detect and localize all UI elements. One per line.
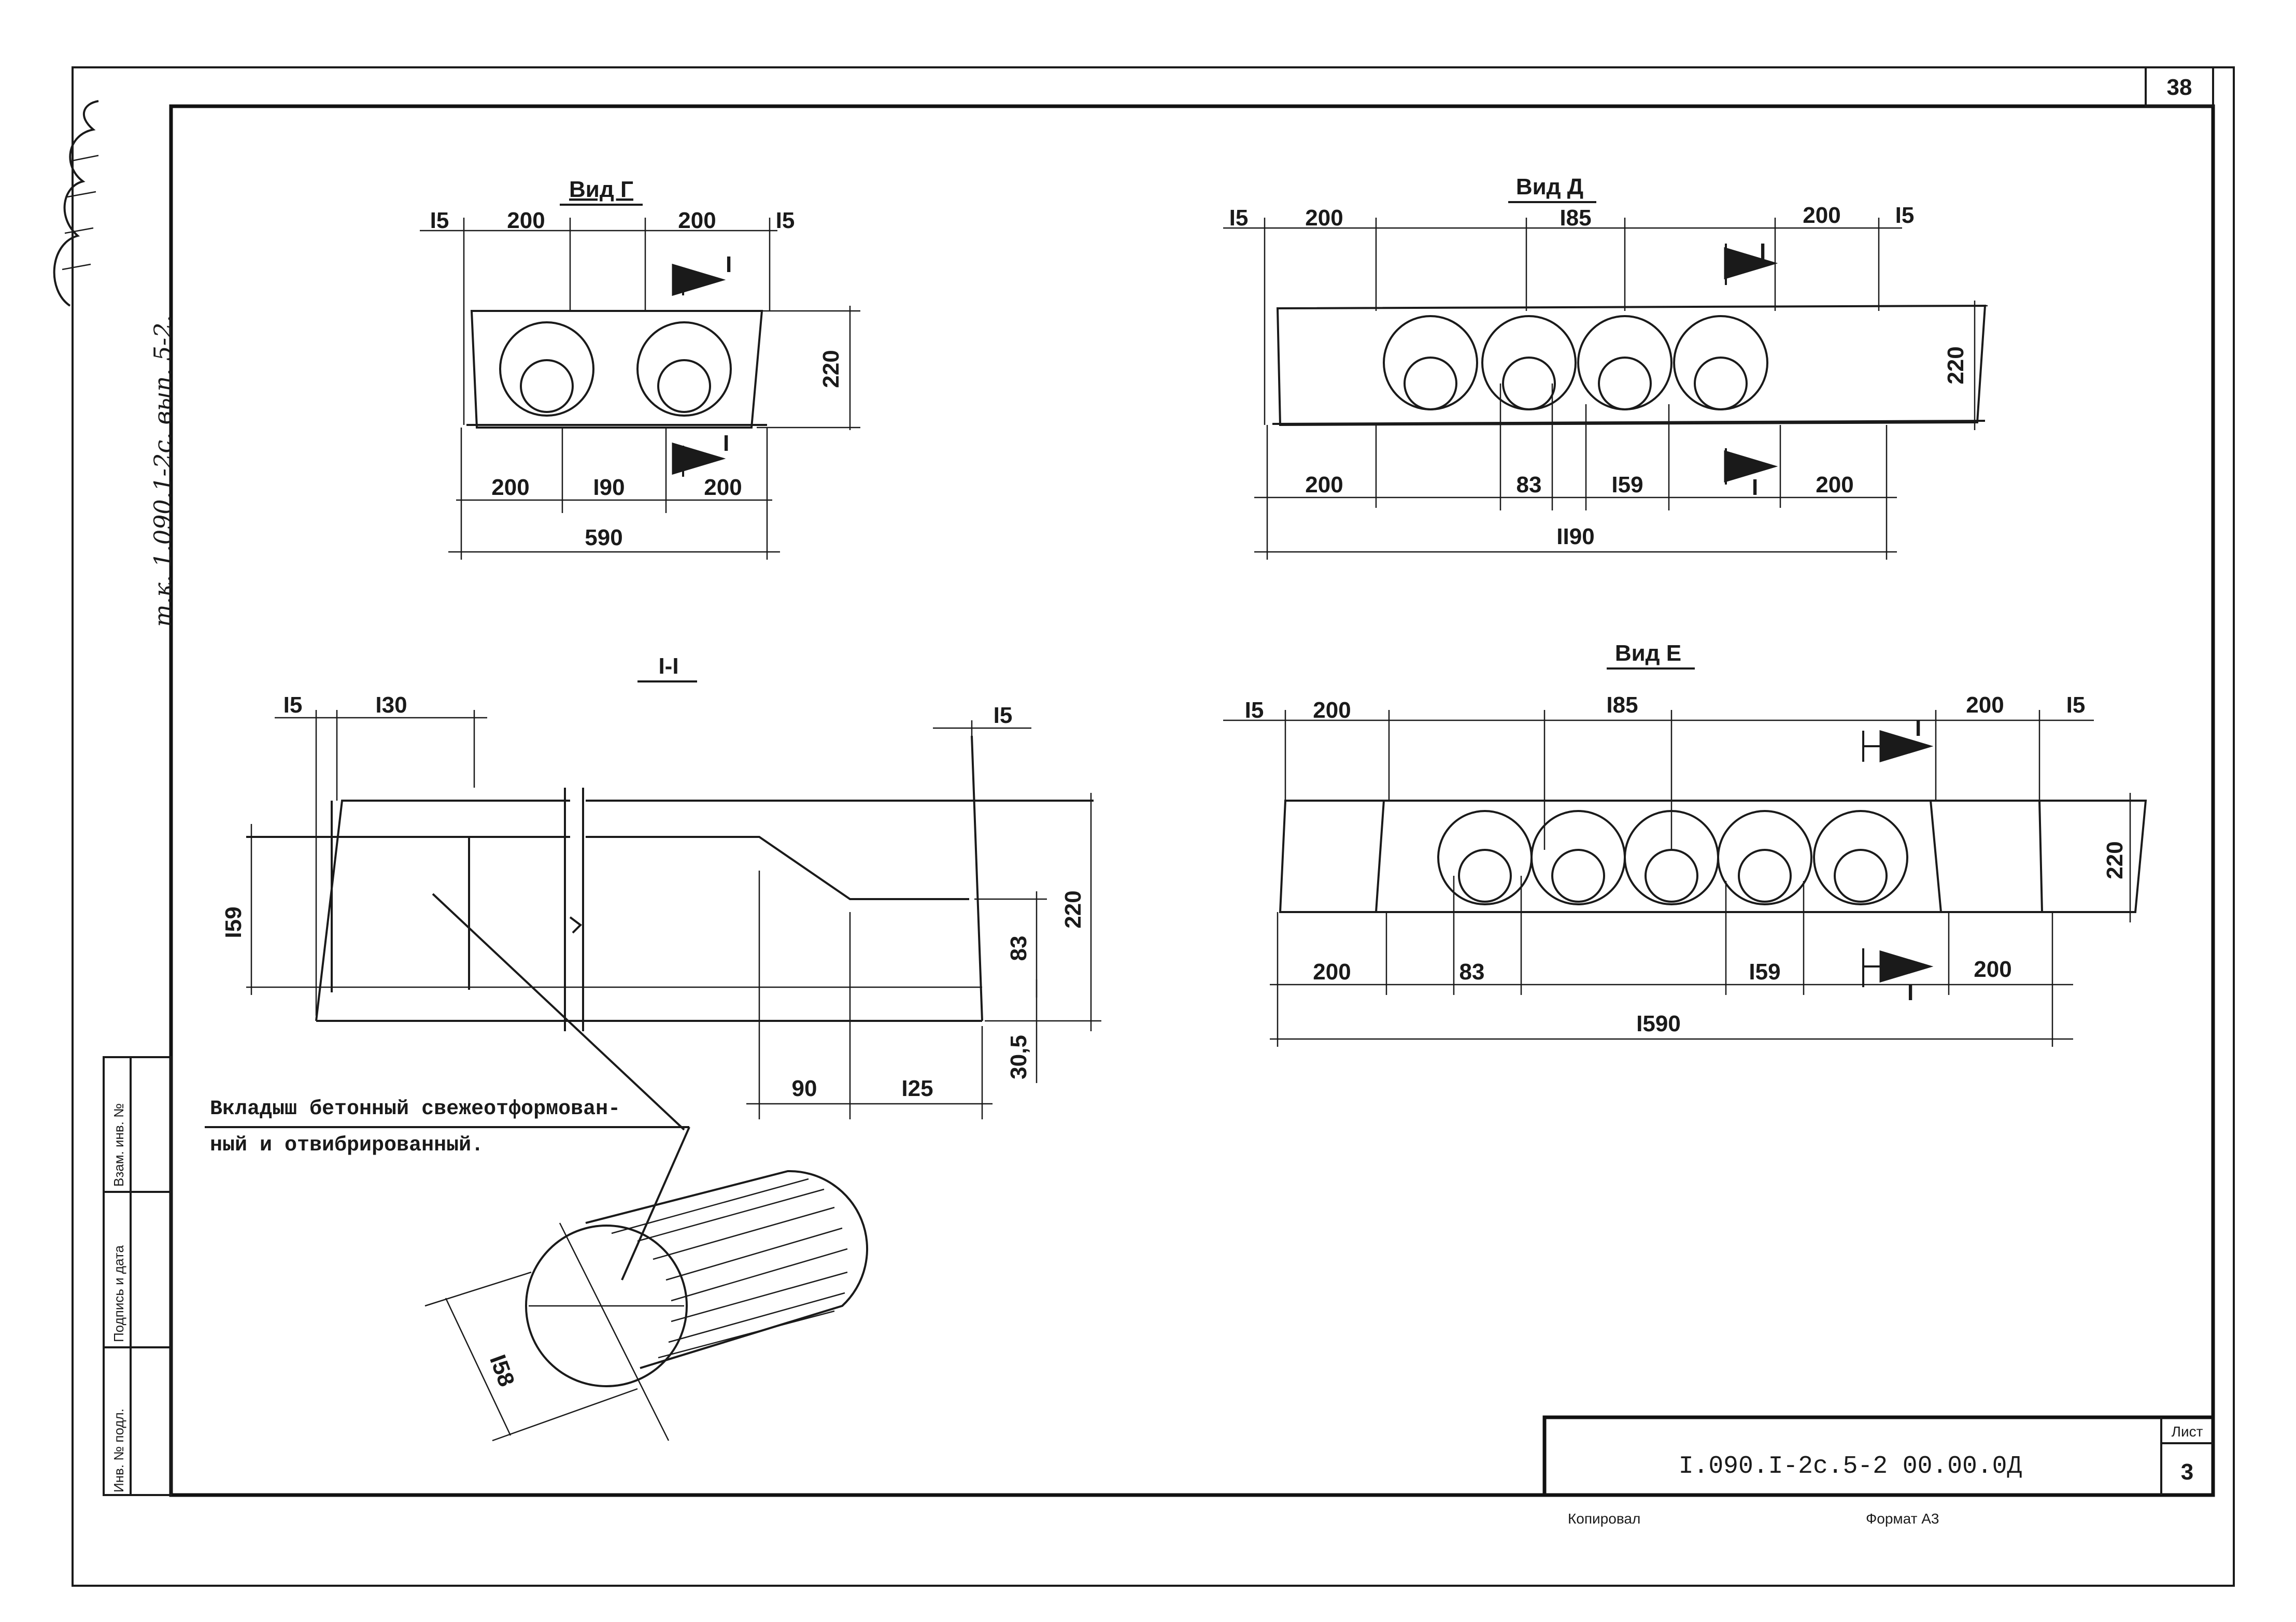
sheet-frame [72, 66, 2235, 1587]
side-cell-signature: Подпись и дата [111, 1245, 126, 1342]
view-g-section-top: I [726, 252, 732, 277]
dim-g-height: 220 [818, 350, 844, 388]
view-d: Вид Д I5 200 I85 200 I5 220 I I [1223, 174, 1988, 560]
view-e-title: Вид Е [1615, 641, 1681, 666]
view-g-section-bot: I [723, 431, 729, 456]
dim-g-top-15r: I5 [776, 208, 795, 233]
dim-e-height: 220 [2102, 841, 2128, 879]
insert-note-line1: Вкладыш бетонный свежеотформован- [210, 1098, 620, 1121]
dim-s-bot-125: I25 [901, 1076, 933, 1101]
dim-g-bot-200a: 200 [491, 475, 529, 500]
dim-d-bot-200r: 200 [1816, 472, 1853, 497]
dim-e-bot-83: 83 [1459, 959, 1485, 985]
dim-s-top-15: I5 [284, 692, 303, 718]
dim-d-bot-159: I59 [1611, 472, 1643, 497]
dim-g-top-15l: I5 [430, 208, 449, 233]
dim-g-top-200l: 200 [507, 208, 545, 233]
footer-copy: Копировал [1568, 1511, 1640, 1527]
dim-s-right-305: 30,5 [1006, 1035, 1031, 1079]
view-e: Вид Е I5 200 I85 200 I5 220 I I [1223, 641, 2147, 1047]
title-block [1542, 1415, 2215, 1497]
dim-e-bot-200r: 200 [1974, 957, 2011, 982]
dim-d-top-15r: I5 [1895, 203, 1915, 228]
dim-s-right-220: 220 [1060, 890, 1086, 928]
dim-e-top-15: I5 [1245, 698, 1264, 723]
view-g-title: Вид Г [569, 177, 633, 202]
dim-e-total: I590 [1636, 1011, 1681, 1036]
dim-e-bot-200l: 200 [1313, 959, 1351, 985]
dim-s-right-83: 83 [1006, 936, 1031, 961]
dim-d-height: 220 [1943, 346, 1968, 384]
margin-note: т.к. 1.090.1-2с. вып. 5-2. [149, 315, 177, 627]
stamp-page: 3 [2181, 1459, 2193, 1485]
stamp-code: I.090.I-2c.5-2 00.00.0Д [1679, 1453, 2022, 1481]
view-e-section-bot: I [1907, 980, 1914, 1005]
view-g-body [470, 310, 763, 429]
dim-s-top-130: I30 [375, 692, 407, 718]
dim-e-top-185: I85 [1606, 692, 1638, 718]
view-e-body [1279, 800, 2147, 913]
stamp-label: Лист [2172, 1424, 2203, 1440]
dim-s-top-15r: I5 [994, 703, 1013, 728]
insert-diameter: I58 [485, 1351, 519, 1390]
dim-e-bot-159: I59 [1749, 959, 1780, 985]
view-d-section-bot: I [1752, 475, 1758, 500]
dim-d-bot-200l: 200 [1305, 472, 1343, 497]
footer-format: Формат А3 [1866, 1511, 1939, 1527]
dim-e-top-200r: 200 [1966, 692, 2004, 718]
dim-d-top-185: I85 [1560, 205, 1591, 231]
view-d-title: Вид Д [1516, 174, 1583, 200]
dim-d-top-15: I5 [1229, 205, 1249, 231]
dim-s-bot-90: 90 [792, 1076, 817, 1101]
insert-detail: Вкладыш бетонный свежеотформован- ный и … [205, 1098, 869, 1442]
side-stamp [103, 1056, 172, 1496]
dim-g-bot-190: I90 [593, 475, 625, 500]
dim-d-top-200r: 200 [1803, 203, 1840, 228]
side-cell-inv: Инв. № подл. [111, 1408, 126, 1492]
view-d-section-top: I [1760, 239, 1766, 264]
dim-g-top-200r: 200 [678, 208, 716, 233]
dim-g-total: 590 [585, 525, 622, 550]
dim-d-total: II90 [1556, 524, 1594, 549]
section-title: I-I [658, 653, 678, 679]
sheet-number: 38 [2167, 75, 2192, 100]
dim-g-bot-200b: 200 [704, 475, 742, 500]
view-g: Вид Г I5 200 200 I5 220 I I 200 I9 [420, 177, 860, 560]
dim-d-top-200l: 200 [1305, 205, 1343, 231]
dim-s-left-159: I59 [221, 906, 246, 938]
dim-e-top-15r: I5 [2066, 692, 2086, 718]
dim-d-bot-83: 83 [1517, 472, 1542, 497]
view-e-section-top: I [1915, 716, 1921, 741]
section-1-1: I-I I5 I30 I5 I59 83 220 30,5 [221, 653, 1101, 1131]
insert-note-line2: ный и отвибрированный. [210, 1134, 484, 1157]
dim-e-top-200l: 200 [1313, 698, 1351, 723]
signature-scribble [53, 100, 99, 307]
side-cell-replace: Взам. инв. № [111, 1103, 126, 1187]
